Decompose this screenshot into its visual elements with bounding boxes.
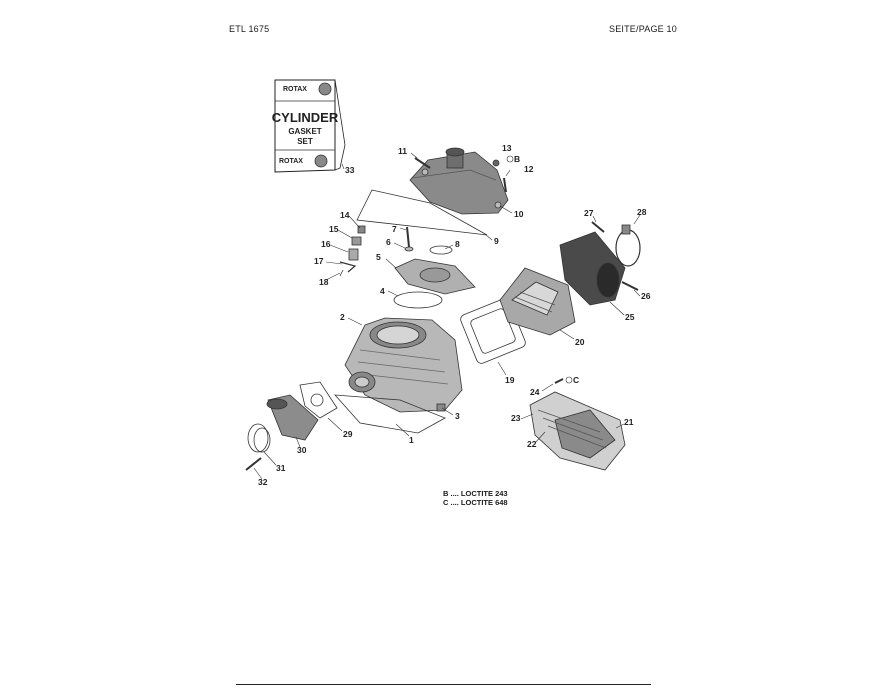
footer-rule bbox=[236, 684, 651, 685]
callout-31: 31 bbox=[276, 463, 286, 473]
callout-13: 13 bbox=[502, 143, 512, 153]
callout-19: 19 bbox=[505, 375, 515, 385]
page-number: SEITE/PAGE 10 bbox=[609, 24, 677, 34]
package-line2: GASKET bbox=[288, 127, 321, 136]
package-title: CYLINDER bbox=[272, 110, 339, 125]
callout-27: 27 bbox=[584, 208, 594, 218]
callout-10: 10 bbox=[514, 209, 524, 219]
callout-8: 8 bbox=[455, 239, 460, 249]
callout-11: 11 bbox=[398, 146, 407, 156]
callout-25: 25 bbox=[625, 312, 635, 322]
callout-6: 6 bbox=[386, 237, 391, 247]
callout-4: 4 bbox=[380, 286, 385, 296]
callout-16: 16 bbox=[321, 239, 331, 249]
callout-20: 20 bbox=[575, 337, 585, 347]
cylinder-head bbox=[409, 147, 509, 215]
callout-33: 33 bbox=[345, 165, 355, 175]
callout-1: 1 bbox=[409, 435, 414, 445]
callout-22: 22 bbox=[527, 439, 537, 449]
callout-28: 28 bbox=[637, 207, 647, 217]
legend-loctite-b: B .... LOCTITE 243 bbox=[443, 489, 508, 498]
package-line3: SET bbox=[297, 137, 313, 146]
package-brand-top: ROTAX bbox=[283, 86, 307, 93]
callout-32: 32 bbox=[258, 477, 268, 487]
reed-valve-upper bbox=[499, 267, 576, 336]
callout-12: 12 bbox=[524, 164, 534, 174]
callout-7: 7 bbox=[392, 224, 397, 234]
gasket-set-package bbox=[274, 79, 346, 173]
callout-18: 18 bbox=[319, 277, 329, 287]
callout-30: 30 bbox=[297, 445, 307, 455]
marker-b: B bbox=[514, 154, 520, 164]
cylinder bbox=[344, 317, 463, 413]
callout-26: 26 bbox=[641, 291, 651, 301]
reed-valve-lower bbox=[529, 391, 626, 471]
callout-15: 15 bbox=[329, 224, 339, 234]
callout-29: 29 bbox=[343, 429, 353, 439]
callout-17: 17 bbox=[314, 256, 324, 266]
legend-loctite-c: C .... LOCTITE 648 bbox=[443, 498, 508, 507]
callout-23: 23 bbox=[511, 413, 521, 423]
callout-24: 24 bbox=[530, 387, 540, 397]
document-id: ETL 1675 bbox=[229, 24, 270, 34]
callout-5: 5 bbox=[376, 252, 381, 262]
marker-c: C bbox=[573, 375, 579, 385]
valve-assembly bbox=[339, 225, 366, 277]
package-brand-bottom: ROTAX bbox=[279, 158, 303, 165]
callout-21: 21 bbox=[624, 417, 634, 427]
callout-3: 3 bbox=[455, 411, 460, 421]
callout-14: 14 bbox=[340, 210, 350, 220]
callout-9: 9 bbox=[494, 236, 499, 246]
callout-2: 2 bbox=[340, 312, 345, 322]
